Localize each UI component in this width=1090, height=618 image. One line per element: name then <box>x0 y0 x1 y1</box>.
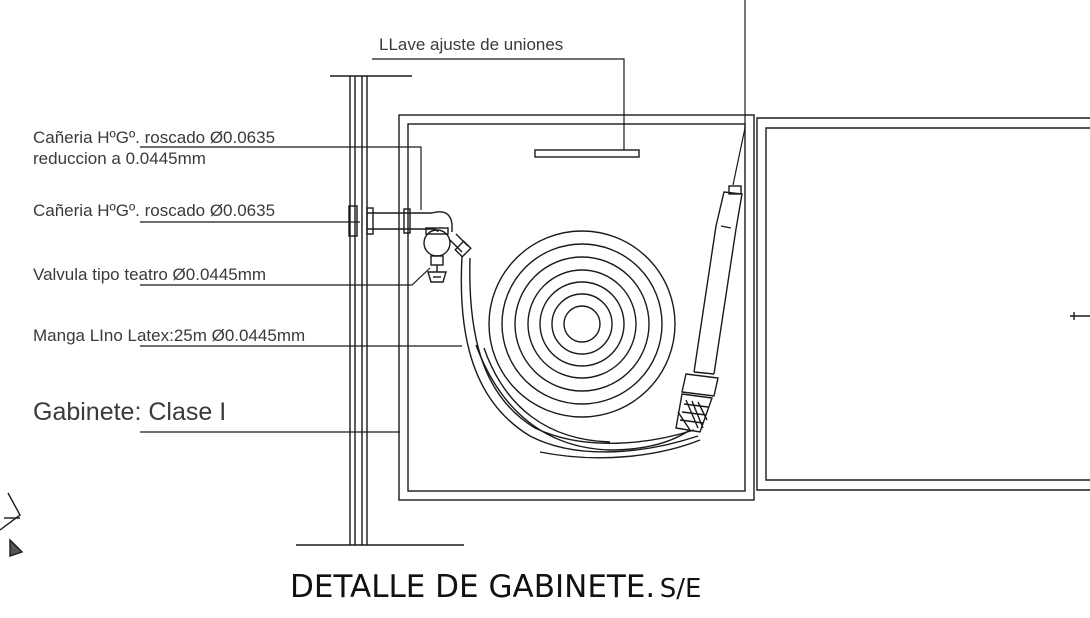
drawing-title: DETALLE DE GABINETE. S/E <box>290 572 701 603</box>
hose-coil <box>488 230 676 418</box>
theatre-valve <box>423 227 472 283</box>
nozzle-assembly <box>675 185 743 433</box>
hose-tail <box>460 255 701 459</box>
label-gabinete: Gabinete: Clase I <box>33 398 227 426</box>
label-manga: Manga LIno Latex:25m Ø0.0445mm <box>33 326 306 345</box>
label-valvula: Valvula tipo teatro Ø0.0445mm <box>33 265 267 284</box>
drawing-title-main: DETALLE DE GABINETE. <box>290 569 656 605</box>
wall-vertical-pipe <box>296 75 464 546</box>
union-wrench <box>534 149 640 158</box>
drawing-scale: S/E <box>659 574 702 604</box>
label-caneria-reduccion-line2: reduccion a 0.0445mm <box>33 149 206 168</box>
horizontal-pipe <box>348 205 453 237</box>
label-caneria-reduccion-line1: Cañeria HºGº. roscado Ø0.0635 <box>33 128 276 147</box>
label-llave-ajuste: LLave ajuste de uniones <box>379 35 564 54</box>
cabinet-door <box>756 117 1090 491</box>
label-caneria-reduccion: Cañeria HºGº. roscado Ø0.0635 reduccion … <box>33 129 275 167</box>
cabinet-box <box>398 114 755 501</box>
label-caneria: Cañeria HºGº. roscado Ø0.0635 <box>33 201 276 220</box>
leader-lines <box>140 0 746 433</box>
section-marker <box>0 492 24 557</box>
